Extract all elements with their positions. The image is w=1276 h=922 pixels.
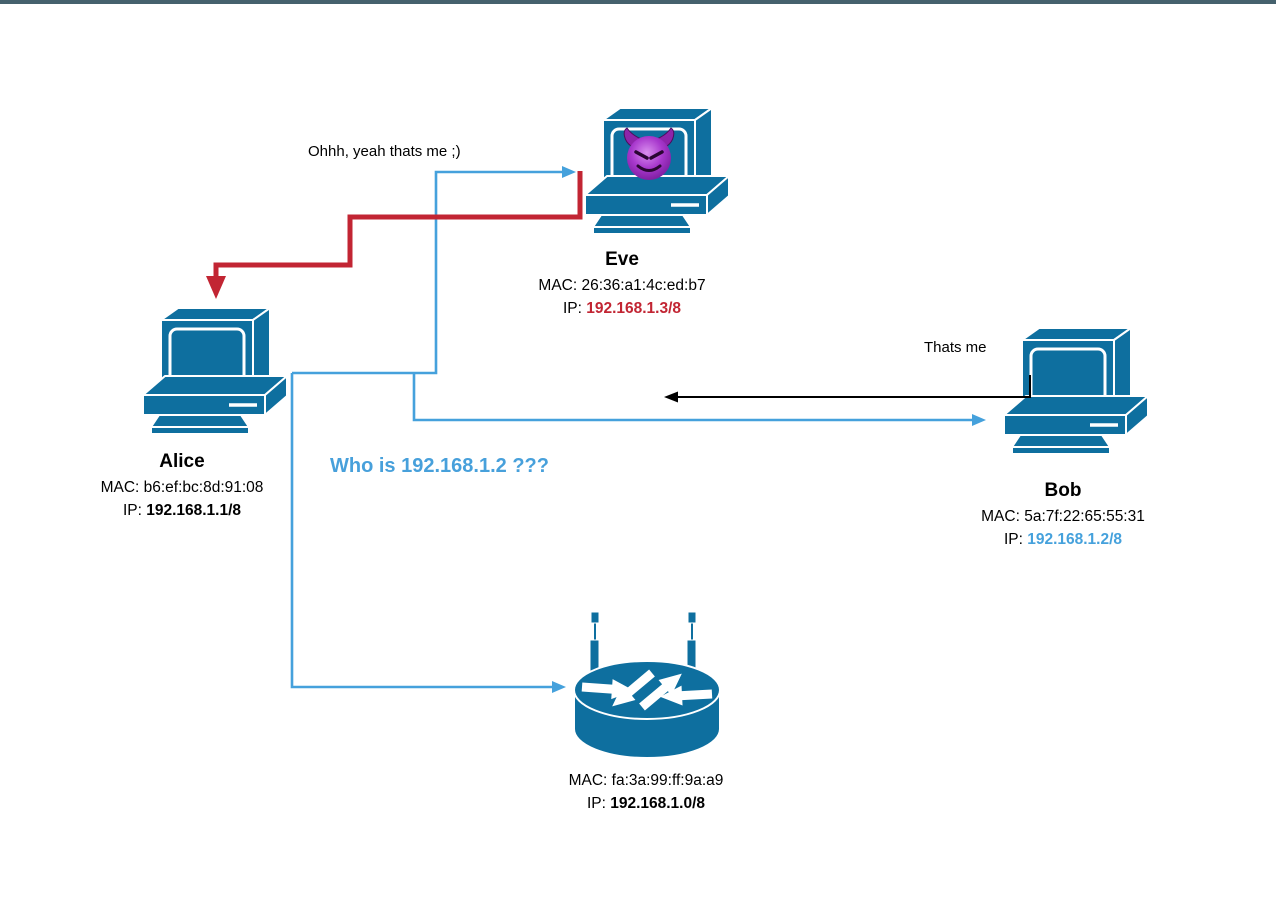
alice-ip: IP: 192.168.1.1/8	[122, 502, 242, 519]
eve-reply-text: Ohhh, yeah thats me ;)	[308, 143, 461, 160]
arp-question-text: Who is 192.168.1.2 ???	[330, 455, 549, 477]
alice-name: Alice	[159, 451, 205, 472]
arrow-bob-to-alice	[664, 375, 1031, 403]
bob-computer-icon	[1002, 326, 1150, 456]
router-ip: IP: 192.168.1.0/8	[586, 795, 706, 812]
alice-caption: Alice MAC: b6:ef:bc:8d:91:08 IP: 192.168…	[42, 448, 322, 522]
bob-mac: MAC: 5a:7f:22:65:55:31	[981, 508, 1145, 525]
bob-name: Bob	[1044, 480, 1082, 501]
bob-ip: IP: 192.168.1.2/8	[1003, 531, 1123, 548]
bob-reply-text: Thats me	[924, 339, 987, 356]
eve-caption: Eve MAC: 26:36:a1:4c:ed:b7 IP: 192.168.1…	[482, 246, 762, 320]
eve-mac: MAC: 26:36:a1:4c:ed:b7	[538, 277, 706, 294]
arrow-alice-to-eve	[292, 166, 576, 375]
antenna-icon	[589, 611, 697, 673]
alice-computer-icon	[141, 306, 289, 436]
eve-ip: IP: 192.168.1.3/8	[562, 300, 682, 317]
router-caption: MAC: fa:3a:99:ff:9a:a9 IP: 192.168.1.0/8	[506, 769, 786, 815]
eve-name: Eve	[605, 249, 639, 270]
router-mac: MAC: fa:3a:99:ff:9a:a9	[568, 772, 724, 789]
router-icon	[573, 611, 721, 759]
arrow-alice-to-bob	[412, 374, 986, 426]
bob-caption: Bob MAC: 5a:7f:22:65:55:31 IP: 192.168.1…	[923, 477, 1203, 551]
top-border-bar	[0, 0, 1276, 4]
arrow-eve-to-alice	[206, 171, 583, 299]
devil-face-icon	[623, 127, 675, 180]
arrow-alice-to-router	[290, 373, 566, 693]
alice-mac: MAC: b6:ef:bc:8d:91:08	[100, 479, 264, 496]
